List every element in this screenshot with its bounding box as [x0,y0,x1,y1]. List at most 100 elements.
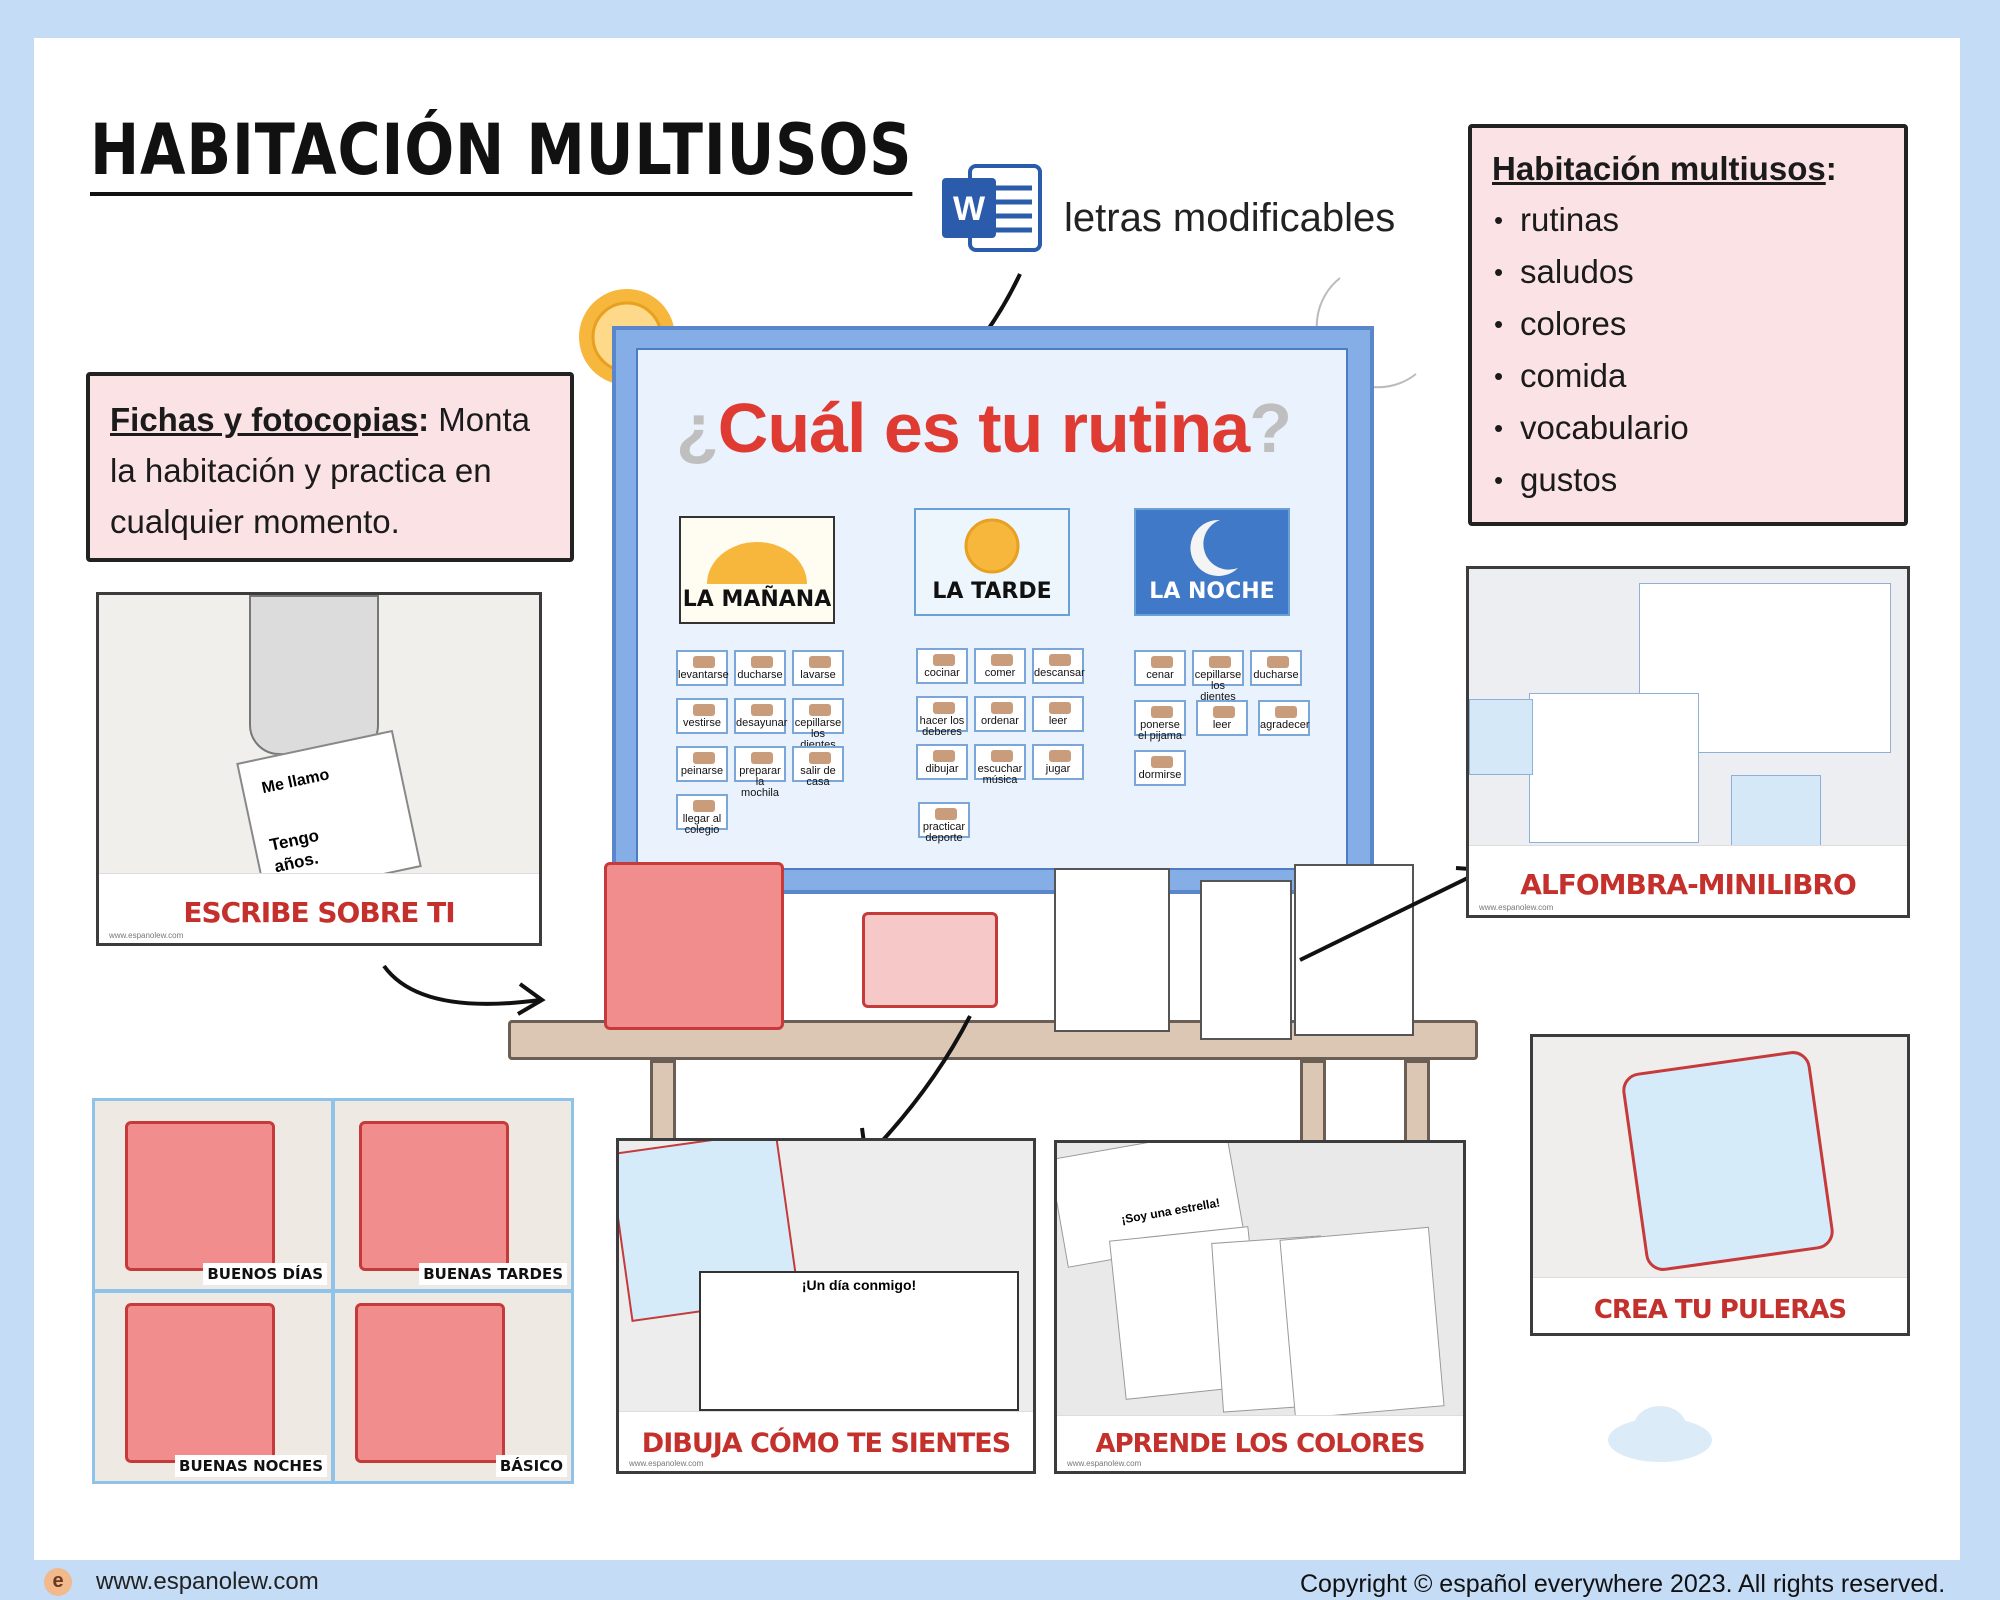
routine-card: dormirse [1134,750,1186,786]
routine-card: desayunar [734,698,787,734]
cloud-icon [1608,1406,1712,1462]
photo-caption: APRENDE LOS COLORES [1095,1429,1425,1459]
routine-card: llegar al colegio [676,794,728,836]
grid-cell: BÁSICO [335,1293,571,1481]
colors-sheet [1279,1226,1445,1420]
panel-label: LA TARDE [932,579,1052,604]
routine-card: lavarse [792,650,844,686]
board-title-main: Cuál es tu rutina [717,389,1250,467]
feelings-card-model [862,912,998,1008]
photo-alfombra-minilibro: ALFOMBRA-MINILIBRO www.espanolew.com [1466,566,1910,918]
logo-icon: e [44,1568,72,1596]
minibook-sheet [1731,775,1821,851]
photo-url: www.espanolew.com [109,931,184,940]
photo-escribe-sobre-ti: Me llamo Tengo años. ESCRIBE SOBRE TI ww… [96,592,542,946]
photo-caption: DIBUJA CÓMO TE SIENTES [641,1428,1011,1459]
list-item: colores [1492,298,1884,350]
photo-url: www.espanolew.com [629,1459,704,1468]
routine-card: jugar [1032,744,1084,780]
word-document-icon: W [940,162,1044,254]
routine-card: practicar deporte [918,802,970,844]
photo-caption: CREA TU PULERAS [1593,1295,1847,1325]
bracelet-craft [1620,1048,1836,1274]
photo-crea-tu-puleras: CREA TU PULERAS [1530,1034,1910,1336]
board-title-open: ¿ [676,389,719,467]
routine-card: vestirse [676,698,728,734]
list-item: vocabulario [1492,402,1884,454]
moon-icon [1190,519,1238,576]
arrow-icon [382,964,546,1016]
habitacion-info-box: Habitación multiusos: rutinas saludos co… [1468,124,1908,526]
word-badge-label: letras modificables [1064,196,1396,240]
arrow-icon [1299,866,1488,962]
photo-dibuja-como-te-sientes: ¡Un día conmigo! DIBUJA CÓMO TE SIENTES … [616,1138,1036,1474]
routine-card: preparar la mochila [734,746,786,799]
routine-card: cocinar [916,648,968,684]
grid-label: BUENAS TARDES [419,1263,567,1285]
list-item: gustos [1492,454,1884,506]
footer-url[interactable]: www.espanolew.com [96,1568,319,1595]
grid-cell: BUENAS NOCHES [95,1293,331,1481]
board-title: ¿Cuál es tu rutina? [676,388,1292,468]
board-title-close: ? [1249,389,1292,467]
panel-label: LA MAÑANA [682,587,832,612]
routine-card: dibujar [916,744,968,780]
habitacion-list: rutinas saludos colores comida vocabular… [1492,194,1884,506]
minibook-sheet [1529,693,1699,843]
table-leg [1404,1060,1430,1152]
page-title: HABITACIÓN MULTIUSOS [90,108,913,196]
pop-up-room-model [604,862,784,1030]
routine-card: agradecer [1258,700,1310,736]
routine-card: comer [974,648,1026,684]
fichas-text: Monta la habitación y practica en cualqu… [110,401,530,540]
sunrise-icon [707,542,807,584]
table-leg [1300,1060,1326,1152]
routine-card: ordenar [974,696,1026,732]
minibook-sheet [1469,699,1533,775]
svg-text:W: W [953,190,986,228]
list-item: comida [1492,350,1884,402]
routine-card: leer [1032,696,1084,732]
routine-card: ponerse el pijama [1134,700,1186,742]
routine-card: leer [1196,700,1248,736]
routine-card: cenar [1134,650,1186,686]
grid-cell: BUENOS DÍAS [95,1101,331,1289]
photo-caption: ALFOMBRA-MINILIBRO [1520,868,1857,901]
habitacion-heading: Habitación multiusos [1492,150,1826,187]
panel-manana: LA MAÑANA [679,516,835,624]
sun-icon [964,518,1020,574]
routine-card: levantarse [676,650,729,686]
fichas-heading: Fichas y fotocopias [110,401,419,438]
panel-noche: LA NOCHE [1134,508,1290,616]
routine-card: descansar [1032,648,1085,684]
worksheet-stack [1200,880,1292,1040]
grid-label: BÁSICO [495,1455,567,1477]
grid-cell: BUENAS TARDES [335,1101,571,1289]
routine-card: peinarse [676,746,728,782]
fichas-info-box: Fichas y fotocopias: Monta la habitación… [86,372,574,562]
grid-label: BUENAS NOCHES [175,1455,327,1477]
routine-card: cepillarse los dientes [1192,650,1244,703]
routine-card: salir de casa [792,746,844,788]
cutout-figure [249,595,379,755]
list-item: saludos [1492,246,1884,298]
panel-tarde: LA TARDE [914,508,1070,616]
photo-caption: ESCRIBE SOBRE TI [183,896,455,929]
worksheet-stack [1294,864,1414,1036]
routine-card: cepillarse los dientes [792,698,844,751]
photo-url: www.espanolew.com [1479,903,1554,912]
greetings-photo-grid: BUENOS DÍAS BUENAS TARDES BUENAS NOCHES … [92,1098,574,1484]
photo-url: www.espanolew.com [1067,1459,1142,1468]
routine-card: ducharse [734,650,786,686]
footer-copyright: Copyright © español everywhere 2023. All… [1300,1570,1946,1598]
routine-card: ducharse [1250,650,1302,686]
grid-label: BUENOS DÍAS [203,1263,327,1285]
un-dia-conmigo-sheet: ¡Un día conmigo! [699,1271,1019,1411]
fichas-colon: : [418,401,430,438]
list-item: rutinas [1492,194,1884,246]
worksheet-stack [1054,868,1170,1032]
routine-card: escuchar música [974,744,1026,786]
routine-card: hacer los deberes [916,696,968,738]
habitacion-colon: : [1825,150,1837,187]
photo-aprende-los-colores: ¡Soy una estrella! APRENDE LOS COLORES w… [1054,1140,1466,1474]
